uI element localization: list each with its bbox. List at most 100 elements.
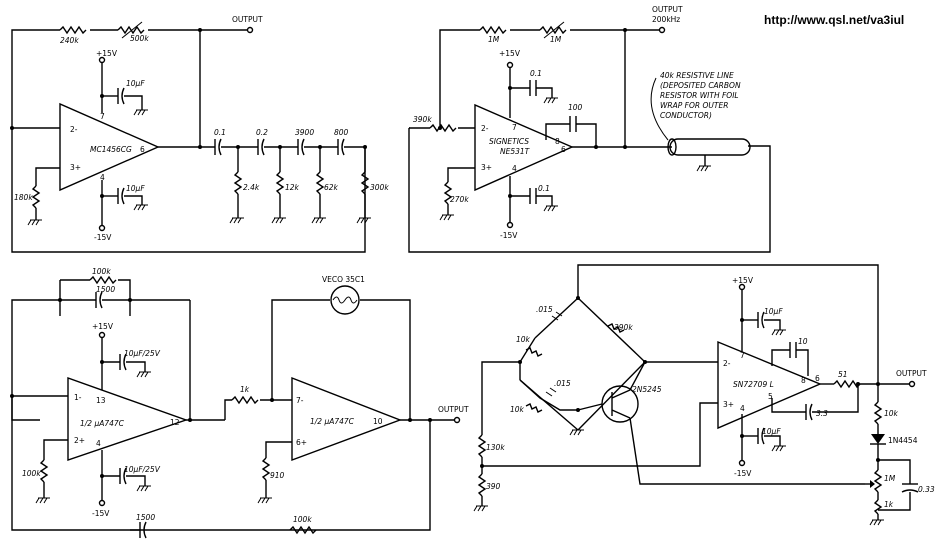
c4-r-c: 10k <box>510 405 525 414</box>
c1-opamp-label: MC1456CG <box>90 145 132 154</box>
c3-p1: 1- <box>74 393 82 402</box>
c2-note-5: CONDUCTOR) <box>660 111 712 120</box>
c3-cap-top: 10µF/25V <box>124 349 161 358</box>
c3-p12: 12 <box>170 418 180 427</box>
c1-pin3: 3+ <box>70 163 81 172</box>
c4-p8: 8 <box>801 376 806 385</box>
c4-vpos: +15V <box>732 276 754 285</box>
c2-c-comp: 100 <box>568 103 583 112</box>
c2-vneg: -15V <box>500 231 518 240</box>
c2-freq: 200kHz <box>652 15 680 24</box>
c3-r-mid: 1k <box>240 385 250 394</box>
c3-p10: 10 <box>373 417 383 426</box>
c3-c-bottom: 1500 <box>136 513 155 522</box>
circuit-3-wien-bridge-lamp: 100k 1500 1- 2+ 13 4 1/2 µA747C 12 100k … <box>10 267 469 539</box>
c2-pin8: 8 <box>555 137 560 146</box>
c4-p6: 6 <box>815 374 820 383</box>
c2-r-in: 390k <box>413 115 432 124</box>
circuit-2-resistive-line-oscillator: 1M 1M OUTPUT 200kHz 390k 2- 3+ SIGNETICS… <box>408 5 771 253</box>
c3-c-fb: 1500 <box>96 285 115 294</box>
c2-opamp-symbol <box>474 103 574 192</box>
c4-output: OUTPUT <box>896 369 927 378</box>
c4-c-comp1: 10 <box>798 337 808 346</box>
c2-note-2: (DEPOSITED CARBON <box>660 81 741 90</box>
c1-cap-3: 3900 <box>295 128 314 137</box>
c4-r-out: 51 <box>838 370 848 379</box>
c2-pin2: 2- <box>481 124 489 133</box>
c2-pin7: 7 <box>512 123 517 132</box>
c3-cap-bot: 10µF/25V <box>124 465 161 474</box>
c2-pin3: 3+ <box>481 163 492 172</box>
c4-cap-bot: 10µF <box>762 427 781 436</box>
c3-opamp2: 1/2 µA747C <box>310 417 355 426</box>
c1-r-gnd-label: 180k <box>14 193 33 202</box>
c3-p6: 6+ <box>296 438 307 447</box>
c4-c-a: .015 <box>536 305 553 314</box>
c4-pot: 1M <box>884 474 896 483</box>
c4-cap-top: 10µF <box>764 307 783 316</box>
c4-p4: 4 <box>740 404 745 413</box>
c4-r-g: 1k <box>884 500 894 509</box>
source-url: http://www.qsl.net/va3iul <box>764 13 904 27</box>
c2-pot: 1M <box>550 35 562 44</box>
c4-opamp-symbol <box>717 340 822 430</box>
c3-lamp: VECO 35C1 <box>322 275 365 284</box>
c3-opamp1-symbol <box>67 377 189 461</box>
c1-shunt-2: 12k <box>285 183 300 192</box>
c1-cap-bot: 10µF <box>126 184 145 193</box>
c4-p5: 5 <box>768 392 773 401</box>
c1-pot-label: 500k <box>130 34 149 43</box>
c3-p13: 13 <box>96 396 106 405</box>
c3-vneg: -15V <box>92 509 110 518</box>
c4-opamp: SN72709 L <box>733 380 774 389</box>
c4-fet: 2N5245 <box>632 385 662 394</box>
c1-vpos: +15V <box>96 49 118 58</box>
c1-pin7: 7 <box>100 112 105 121</box>
c1-shunt-3: 62k <box>324 183 339 192</box>
c2-pin6: 6 <box>561 145 566 154</box>
c1-pin4: 4 <box>100 173 105 182</box>
c2-r-fb: 1M <box>488 35 500 44</box>
c3-opamp1: 1/2 µA747C <box>80 419 125 428</box>
c1-r-in-label: 240k <box>60 36 79 45</box>
circuit-1-phase-shift-oscillator: 240k 500k OUTPUT 2- 3+ MC1456CG 7 4 6 18… <box>10 15 389 253</box>
c4-r-a: 390k <box>614 323 633 332</box>
c3-output: OUTPUT <box>438 405 469 414</box>
c2-r-gnd: 270k <box>450 195 469 204</box>
c4-c-comp2: 3.3 <box>816 409 828 418</box>
c3-r-fb: 100k <box>92 267 111 276</box>
c4-diode-symbol <box>871 434 885 444</box>
c3-r-bottom: 100k <box>293 515 312 524</box>
c3-r-gnd: 100k <box>22 469 41 478</box>
c4-c-b: .015 <box>554 379 571 388</box>
c1-vneg: -15V <box>94 233 112 242</box>
c3-r-gnd2: 910 <box>270 471 285 480</box>
c4-p2: 2- <box>723 359 731 368</box>
c2-vpos: +15V <box>499 49 521 58</box>
c2-note-1: 40k RESISTIVE LINE <box>660 71 734 80</box>
c1-cap-1: 0.1 <box>214 128 226 137</box>
c1-shunt-4: 300k <box>370 183 389 192</box>
c4-p3: 3+ <box>723 400 734 409</box>
c2-opamp-name2: NE531T <box>500 147 531 156</box>
c4-r-d: 130k <box>486 443 505 452</box>
c1-opamp-symbol <box>59 102 160 192</box>
c3-lamp-symbol <box>330 285 360 315</box>
c1-cap-2: 0.2 <box>256 128 268 137</box>
c4-r-b: 10k <box>516 335 531 344</box>
c2-note-4: WRAP FOR OUTER <box>660 101 728 110</box>
c4-c-out: 0.33 <box>918 485 935 494</box>
circuit-4-bridge-fet-oscillator: .015 390k 10k 10k .015 130k 390 2N5245 2 <box>473 264 935 526</box>
c2-c-top: 0.1 <box>530 69 542 78</box>
c1-pin2: 2- <box>70 125 78 134</box>
c2-output: OUTPUT <box>652 5 683 14</box>
c3-p7: 7- <box>296 396 304 405</box>
c4-vneg: -15V <box>734 469 752 478</box>
c3-vpos: +15V <box>92 322 114 331</box>
c1-cap-top: 10µF <box>126 79 145 88</box>
c1-cap-4: 800 <box>334 128 349 137</box>
c2-pin4: 4 <box>512 164 517 173</box>
c4-p7: 7 <box>740 351 745 360</box>
